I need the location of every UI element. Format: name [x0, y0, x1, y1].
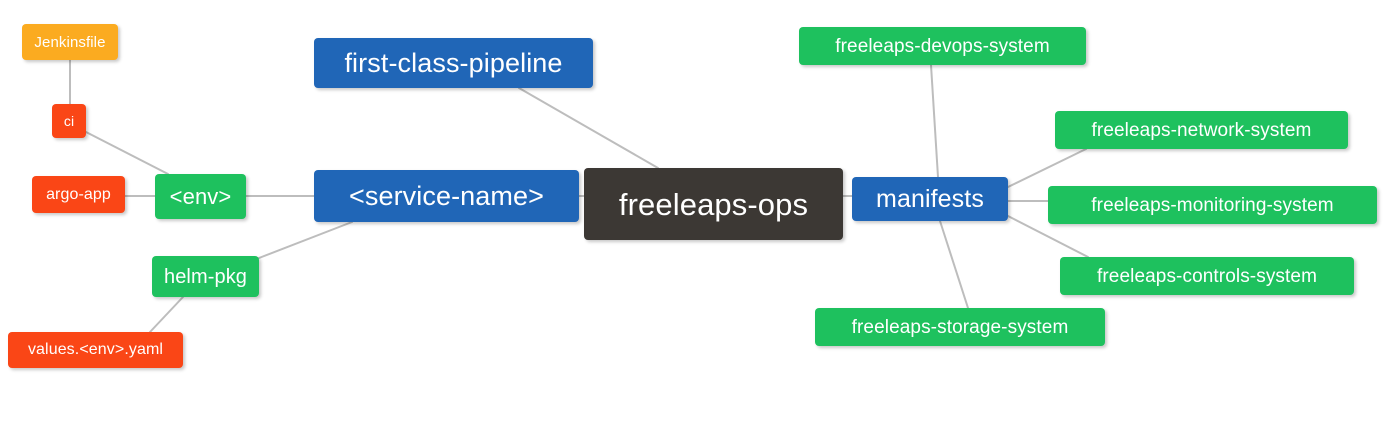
edge-helm-pkg-to-service-name [258, 221, 353, 259]
mindmap-node-values-yaml[interactable]: values.<env>.yaml [8, 332, 183, 368]
mindmap-node-ci[interactable]: ci [52, 104, 86, 138]
mindmap-node-helm-pkg[interactable]: helm-pkg [152, 256, 259, 297]
edge-pipeline-to-root [518, 87, 659, 169]
mindmap-node-root[interactable]: freeleaps-ops [584, 168, 843, 240]
mindmap-node-manifests[interactable]: manifests [852, 177, 1008, 221]
mindmap-node-storage[interactable]: freeleaps-storage-system [815, 308, 1105, 346]
mindmap-node-service-name[interactable]: <service-name> [314, 170, 579, 222]
mindmap-node-jenkinsfile[interactable]: Jenkinsfile [22, 24, 118, 60]
edge-manifests-to-storage [939, 220, 969, 309]
edge-manifests-to-network [1007, 148, 1087, 188]
mindmap-node-devops[interactable]: freeleaps-devops-system [799, 27, 1086, 65]
mindmap-node-pipeline[interactable]: first-class-pipeline [314, 38, 593, 88]
mindmap-node-env[interactable]: <env> [155, 174, 246, 219]
mindmap-node-network[interactable]: freeleaps-network-system [1055, 111, 1348, 149]
edge-values-yaml-to-helm-pkg [149, 296, 184, 333]
edge-ci-to-env [85, 131, 169, 175]
edge-manifests-to-devops [930, 64, 939, 178]
mindmap-node-monitoring[interactable]: freeleaps-monitoring-system [1048, 186, 1377, 224]
mindmap-node-argo-app[interactable]: argo-app [32, 176, 125, 213]
mindmap-node-controls[interactable]: freeleaps-controls-system [1060, 257, 1354, 295]
edge-manifests-to-controls [1007, 215, 1089, 258]
